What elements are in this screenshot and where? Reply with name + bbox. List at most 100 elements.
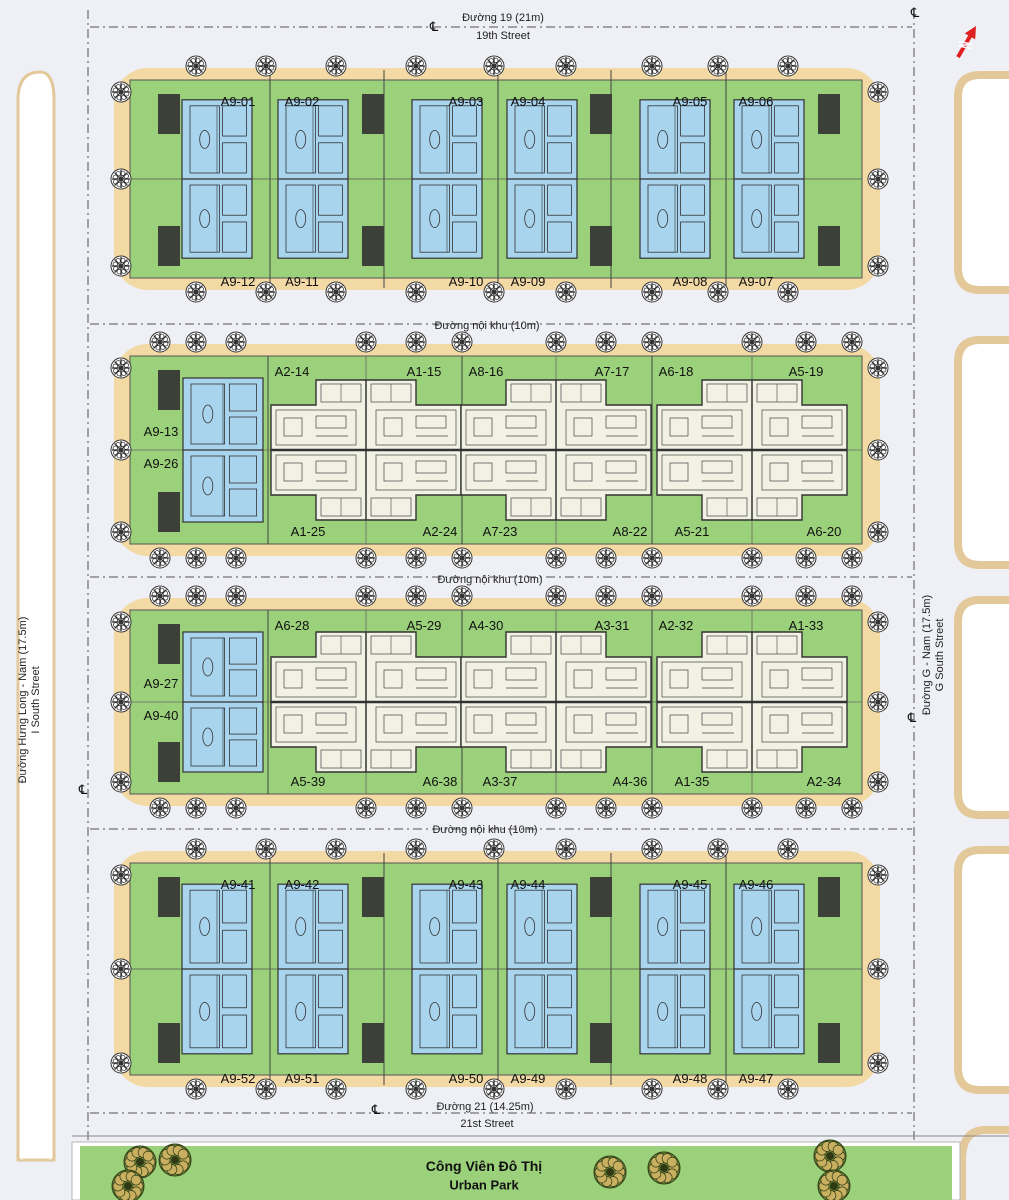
lot-label-A9-48: A9-48: [672, 1071, 708, 1086]
block-1-tree-top-5: [555, 55, 577, 77]
block-2-parking-2: [158, 492, 180, 532]
block-2-tree-top-8: [641, 331, 663, 353]
west-curb: [16, 70, 56, 1162]
lot-label-A9-04: A9-04: [510, 94, 546, 109]
block-1-tree-left-0: [110, 81, 132, 103]
east-lot-5: [958, 1126, 1009, 1200]
block-3-tree-right-0: [867, 611, 889, 633]
south-road-label-en: 21st Street: [460, 1118, 514, 1130]
block-3-tree-top-6: [545, 585, 567, 607]
lot-label-A9-07: A9-07: [738, 274, 774, 289]
block-2-tree-bottom-1: [185, 547, 207, 569]
block-1-tree-bottom-7: [707, 281, 729, 303]
block-4-tree-bottom-2: [325, 1078, 347, 1100]
block-4-parking-4: [818, 877, 840, 917]
block-3-tree-top-10: [795, 585, 817, 607]
park-tree-5: [813, 1139, 847, 1173]
block-3-tree-bottom-11: [841, 797, 863, 819]
lot-label-A6-20: A6-20: [806, 524, 842, 539]
block-1-tree-right-1: [867, 168, 889, 190]
lot-label-A9-27: A9-27: [143, 676, 179, 691]
block-3-tree-left-0: [110, 611, 132, 633]
lot-label-A9-50: A9-50: [448, 1071, 484, 1086]
block-1-tree-bottom-6: [641, 281, 663, 303]
block-4-parking-7: [590, 1023, 612, 1063]
block-1-parking-5: [158, 226, 180, 266]
lot-label-A9-10: A9-10: [448, 274, 484, 289]
block-2-tree-top-10: [795, 331, 817, 353]
lot-label-A9-06: A9-06: [738, 94, 774, 109]
lot-label-A3-31: A3-31: [594, 618, 630, 633]
lot-label-A7-23: A7-23: [482, 524, 518, 539]
lot-label-A7-17: A7-17: [594, 364, 630, 379]
lot-label-A1-33: A1-33: [788, 618, 824, 633]
block-2-tree-top-3: [355, 331, 377, 353]
north-road-label-en: 19th Street: [476, 30, 530, 42]
block-1-tree-top-4: [483, 55, 505, 77]
block-2-tree-top-5: [451, 331, 473, 353]
block-4-tree-top-6: [641, 838, 663, 860]
block-3-villa-3: [656, 631, 848, 773]
block-3-tree-right-1: [867, 691, 889, 713]
lot-label-A9-45: A9-45: [672, 877, 708, 892]
lot-label-A9-41: A9-41: [220, 877, 256, 892]
block-2-tree-top-0: [149, 331, 171, 353]
block-4-house-5: [639, 883, 711, 1055]
lot-label-A4-36: A4-36: [612, 774, 648, 789]
block-2-tree-bottom-11: [841, 547, 863, 569]
east-lot-3: [954, 596, 1009, 819]
block-1-tree-top-0: [185, 55, 207, 77]
lot-label-A9-02: A9-02: [284, 94, 320, 109]
centerline-east: ℄: [907, 710, 917, 725]
block-3-villa-1: [270, 631, 462, 773]
centerline-south: ℄: [371, 1102, 381, 1117]
block-2-tree-top-4: [405, 331, 427, 353]
east-lot-1: [954, 71, 1009, 294]
block-3-tree-left-1: [110, 691, 132, 713]
block-1-parking-3: [590, 94, 612, 134]
block-4-tree-bottom-6: [641, 1078, 663, 1100]
block-3-tree-left-2: [110, 771, 132, 793]
block-3-tree-top-9: [741, 585, 763, 607]
block-1-tree-left-2: [110, 255, 132, 277]
block-1-tree-bottom-5: [555, 281, 577, 303]
block-1-house-2: [277, 99, 349, 259]
block-2-tree-top-2: [225, 331, 247, 353]
block-4-tree-top-3: [405, 838, 427, 860]
block-1-house-6: [733, 99, 805, 259]
block-1-tree-top-1: [255, 55, 277, 77]
block-3-tree-bottom-0: [149, 797, 171, 819]
block-3-tree-bottom-1: [185, 797, 207, 819]
east-lot-4: [954, 846, 1009, 1094]
block-4-tree-bottom-7: [707, 1078, 729, 1100]
lot-label-A2-24: A2-24: [422, 524, 458, 539]
lot-label-A1-35: A1-35: [674, 774, 710, 789]
block-1-tree-right-0: [867, 81, 889, 103]
block-1-house-4: [506, 99, 578, 259]
centerline-west: ℄: [78, 782, 88, 797]
block-3-tree-bottom-8: [641, 797, 663, 819]
block-3-parking-1: [158, 624, 180, 664]
block-3-tree-bottom-9: [741, 797, 763, 819]
west-road-name: Đường Hưng Long - Nam (17.5m): [17, 616, 29, 784]
block-3-tree-bottom-10: [795, 797, 817, 819]
block-1-house-3: [411, 99, 483, 259]
block-4-tree-top-8: [777, 838, 799, 860]
lot-label-A5-21: A5-21: [674, 524, 710, 539]
east-road-name: Đường G - Nam (17.5m): [921, 594, 933, 716]
block-4-tree-bottom-1: [255, 1078, 277, 1100]
block-3-tree-bottom-6: [545, 797, 567, 819]
lot-label-A6-38: A6-38: [422, 774, 458, 789]
internal-road-2-label: Đường nội khu (10m): [437, 574, 543, 586]
east-road-label: Đường G - Nam (17.5m) G South Street: [921, 565, 947, 745]
block-2-tree-left-0: [110, 357, 132, 379]
lot-label-A5-19: A5-19: [788, 364, 824, 379]
block-4-tree-right-1: [867, 958, 889, 980]
block-4-tree-top-5: [555, 838, 577, 860]
block-1-tree-bottom-0: [185, 281, 207, 303]
block-2-tree-top-7: [595, 331, 617, 353]
block-2-tree-top-11: [841, 331, 863, 353]
east-lot-2: [954, 336, 1009, 569]
